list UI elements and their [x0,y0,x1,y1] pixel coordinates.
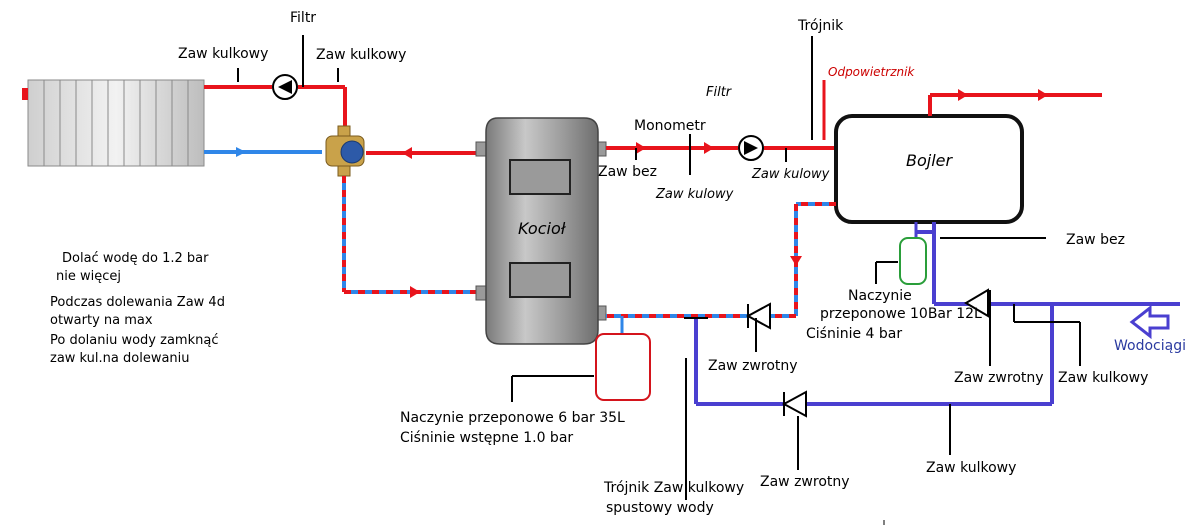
naczynie-large-label-1: Naczynie przeponowe 6 bar 35L [400,410,625,426]
kociol-label: Kocioł [518,219,567,238]
bojler-label: Bojler [906,151,954,170]
radiator-return-pipe [204,147,322,157]
naczynie-large-label-2: Ciśninie wstępne 1.0 bar [400,430,573,446]
kociol-boiler: Kocioł [475,117,607,345]
monometr-label: Monometr [634,118,706,134]
zaw-zwrotny-2-label: Zaw zwrotny [954,370,1044,386]
boiler-to-bojler-pipe [606,36,836,175]
check-valve-icon [964,288,991,318]
zaw-bez-right-label: Zaw bez [1066,232,1125,248]
zaw-zwrotny-bottom-label: Zaw zwrotny [760,474,850,490]
bojler-return-pipe [606,202,836,318]
wodociagi-label: Wodociągi [1114,338,1186,354]
note-line-2: nie więcej [56,269,121,284]
trojnik-spust-label-2: spustowy wody [606,500,714,516]
zaw-kulkowy-br-label: Zaw kulkowy [1058,370,1148,386]
filtr-mid-label: Filtr [706,85,733,100]
boiler-supply-pipe [366,147,480,159]
hot-water-outlet-pipe [928,89,1102,116]
check-valve-icon [781,390,807,470]
four-way-mixing-valve-icon [325,125,365,177]
note-line-3: Podczas dolewania Zaw 4d [50,295,225,310]
naczynie-small-label-1: Naczynie [848,288,912,304]
trojnik-spust-label-1: Trójnik Zaw kulkowy [603,480,744,496]
note-line-6: zaw kul.na dolewaniu [50,351,190,366]
bojler-tank: Bojler [834,114,1024,224]
zaw-kulkowy-bottom-label: Zaw kulkowy [926,460,1016,476]
expansion-vessel-small [875,222,1046,285]
flow-arrow-icon [1129,304,1170,340]
zaw-kulowy-b-label: Zaw kulowy [751,167,830,182]
zaw-kulkowy-left-label: Zaw kulkowy [178,46,268,62]
pump-icon [738,135,764,161]
zaw-kulkowy-right-label: Zaw kulkowy [316,47,406,63]
note-line-4: otwarty na max [50,313,153,328]
cisnienie-4-label: Ciśninie 4 bar [806,326,902,342]
naczynie-small-label-2: przeponowe 10Bar 12L [820,306,982,322]
expansion-vessel-large [511,316,651,402]
instructions-note: Dolać wodę do 1.2 bar nie więcej Podczas… [50,251,225,366]
note-line-5: Po dolaniu wody zamknąć [50,333,218,348]
note-line-1: Dolać wodę do 1.2 bar [62,251,209,266]
zaw-kulowy-a-label: Zaw kulowy [655,187,734,202]
odpowietrznik-label: Odpowietrznik [828,65,915,79]
radiator-supply-pipe [204,35,347,128]
check-valve-icon [745,302,771,330]
filtr-top-label: Filtr [290,10,316,26]
zaw-bez-top-label: Zaw bez [598,164,657,180]
radiator-icon [22,79,205,167]
zaw-zwrotny-1-label: Zaw zwrotny [708,358,798,374]
trojnik-label: Trójnik [797,18,844,34]
mixed-return-pipe [342,176,480,298]
zaw-kulkowy-right-marker [755,304,1081,455]
pump-icon [272,74,298,100]
